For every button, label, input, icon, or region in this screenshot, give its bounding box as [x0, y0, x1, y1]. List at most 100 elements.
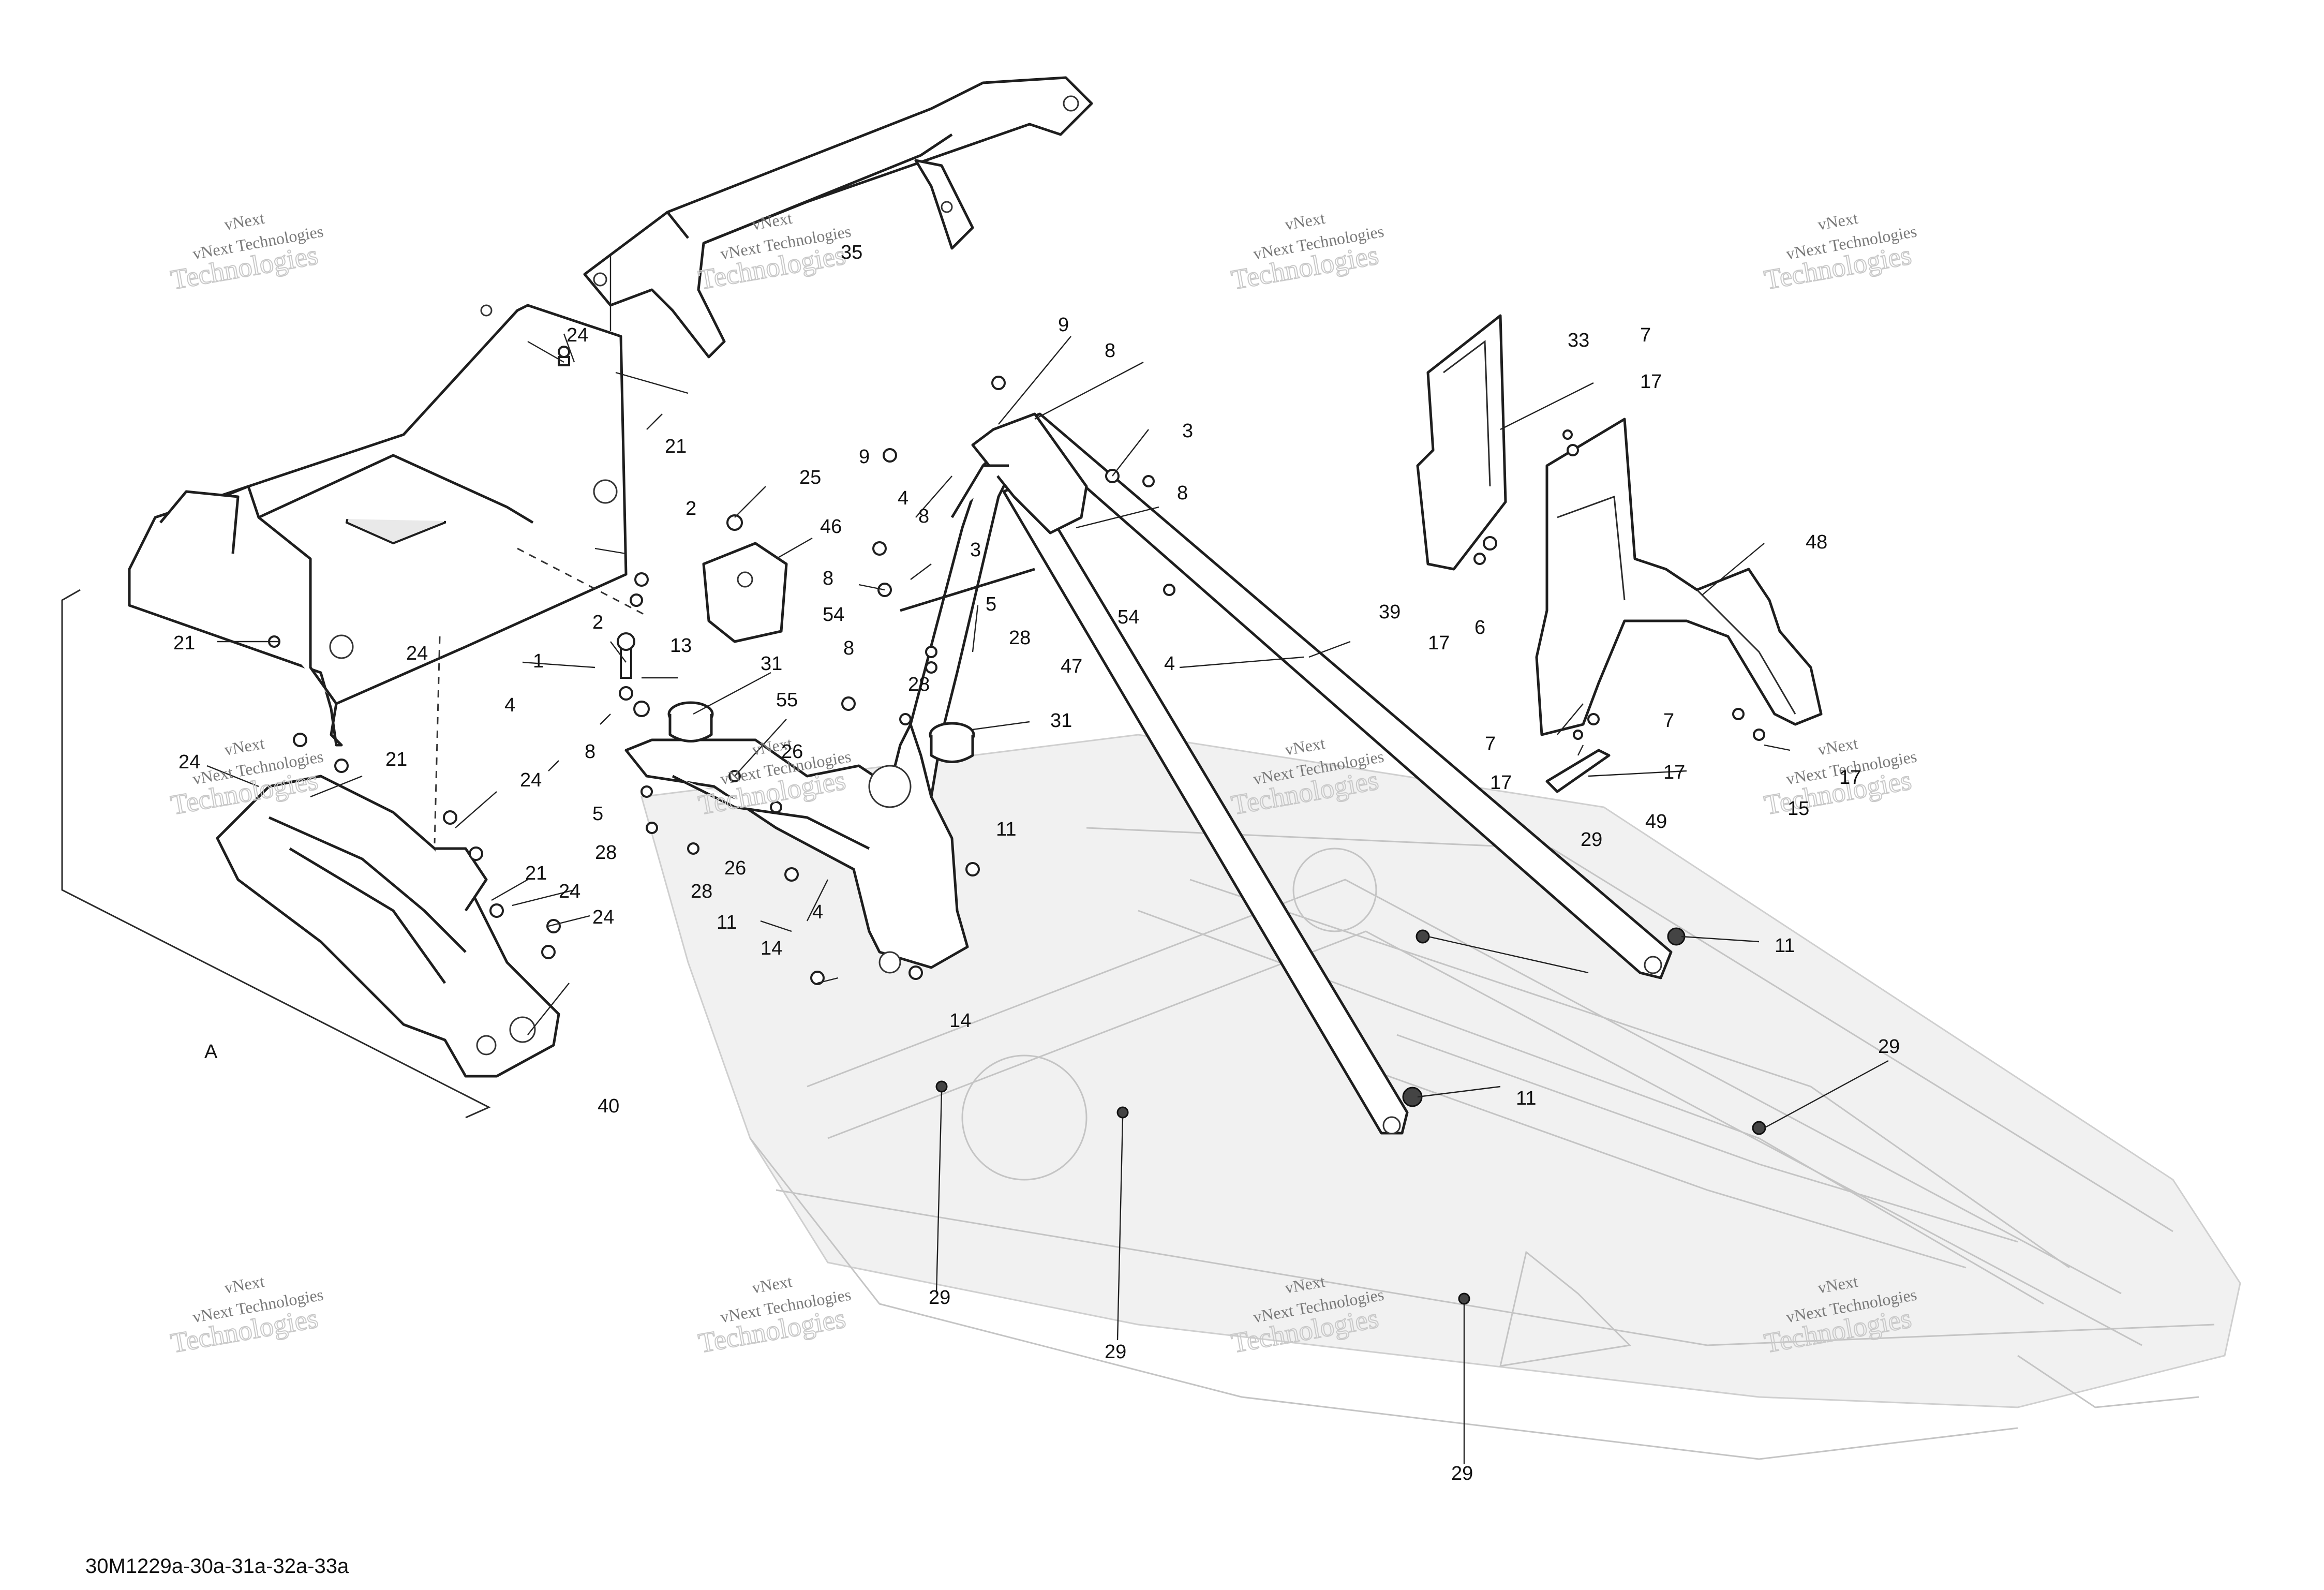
engine-mount-31-left: [667, 701, 714, 742]
leader-lines: [206, 256, 1889, 1464]
callout: 21: [525, 863, 547, 884]
callout: 6: [1474, 617, 1485, 638]
svg-text:vNext: vNext: [223, 209, 266, 234]
callout: 17: [1839, 767, 1861, 789]
callout: 5: [592, 803, 603, 825]
callout: 14: [949, 1010, 971, 1032]
callout: 28: [595, 842, 617, 864]
callout: 54: [1118, 606, 1139, 628]
callout: 13: [670, 635, 692, 657]
callout: 9: [859, 446, 870, 468]
plate-49: [1545, 749, 1611, 793]
callout: 17: [1663, 762, 1685, 783]
callout: 7: [1485, 733, 1496, 755]
panel-33: [1416, 314, 1507, 571]
callout: 33: [1568, 330, 1589, 351]
callout: 24: [178, 751, 200, 773]
callout: 8: [585, 741, 595, 763]
callout: 7: [1663, 710, 1674, 732]
callout: 29: [1105, 1341, 1126, 1363]
callout: 8: [823, 568, 833, 589]
callout: 11: [717, 912, 737, 933]
drawing-code: 30M1229a-30a-31a-32a-33a: [85, 1555, 349, 1578]
callout: 35: [841, 242, 862, 263]
svg-text:vNext: vNext: [1284, 209, 1327, 234]
callout: 8: [843, 637, 854, 659]
chassis-tunnel-ghost: [640, 734, 2241, 1460]
callout: 24: [559, 881, 580, 902]
callout: 11: [996, 819, 1016, 840]
callout: A: [204, 1041, 218, 1063]
watermark: vNext vNext Technologies Technologies: [168, 209, 325, 296]
callout: 39: [1379, 601, 1401, 623]
callout: 4: [504, 694, 515, 716]
callout: 26: [724, 857, 746, 879]
callout: 29: [1451, 1463, 1473, 1484]
callout: 4: [812, 901, 823, 923]
upper-tube-bracket: [900, 412, 1088, 612]
callout: 21: [665, 436, 687, 457]
callout: 29: [929, 1287, 950, 1309]
watermark: vNext vNext Technologies Technologies: [1229, 209, 1386, 296]
callout: 29: [1581, 829, 1602, 851]
engine-mount-31-right: [929, 722, 975, 763]
callout: 17: [1640, 371, 1662, 393]
svg-text:vNext: vNext: [223, 734, 266, 759]
callout: 28: [691, 881, 712, 902]
callout: 47: [1061, 656, 1082, 677]
callout: 24: [567, 324, 588, 346]
callout: 28: [1009, 627, 1031, 649]
callout: 15: [1787, 798, 1809, 820]
svg-text:vNext: vNext: [1816, 209, 1859, 234]
callout: 8: [918, 506, 929, 527]
lower-front-frame: [624, 443, 1021, 974]
svg-text:vNext: vNext: [1816, 734, 1859, 759]
callout: 26: [781, 741, 803, 763]
callout: 25: [799, 467, 821, 488]
callout: 4: [898, 487, 908, 509]
front-upper-frame-35: [583, 76, 1093, 359]
watermark: vNext vNext Technologies Technologies: [696, 1272, 853, 1359]
callout: 49: [1645, 811, 1667, 833]
callout: 24: [592, 907, 614, 928]
callout: 48: [1806, 531, 1827, 553]
callout: 1: [533, 650, 544, 672]
engine-mount-46: [702, 542, 788, 643]
callout: 7: [1640, 324, 1651, 346]
callout: 29: [1878, 1036, 1900, 1058]
callout: 2: [686, 498, 696, 519]
callout: 40: [598, 1095, 619, 1117]
callout: 54: [823, 604, 844, 626]
callout: 11: [1516, 1088, 1536, 1109]
fasteners: [268, 346, 1766, 1305]
callout: 31: [1050, 710, 1072, 732]
callout: 24: [520, 769, 542, 791]
callout: 17: [1428, 632, 1450, 654]
callout: 21: [385, 749, 407, 770]
callouts: 35 24 21 25 2 46 2 21 24 1 13 31 4 8 55 …: [173, 242, 1900, 1484]
callout: 4: [1164, 653, 1175, 675]
steering-mount-40: [216, 775, 560, 1078]
callout: 31: [761, 653, 782, 675]
callout: 3: [1182, 420, 1193, 442]
callout: 55: [776, 689, 798, 711]
callout: 11: [1775, 935, 1795, 957]
callout: 9: [1058, 314, 1069, 336]
callout: 21: [173, 632, 195, 654]
svg-text:vNext: vNext: [1284, 734, 1327, 759]
callout: 17: [1490, 772, 1512, 794]
callout: 8: [1177, 482, 1188, 504]
svg-text:vNext: vNext: [751, 1272, 794, 1297]
callout: 2: [592, 612, 603, 633]
group-a-bracket: [61, 547, 647, 1119]
callout: 5: [986, 593, 996, 615]
callout: 14: [761, 938, 782, 959]
callout: 24: [406, 643, 428, 664]
callout: 28: [908, 674, 930, 695]
bracket-48: [1535, 418, 1823, 736]
callout: 3: [970, 539, 981, 561]
steering-support-plate: [128, 304, 628, 747]
callout: 46: [820, 516, 842, 538]
watermark: vNext vNext Technologies Technologies: [168, 1272, 325, 1359]
